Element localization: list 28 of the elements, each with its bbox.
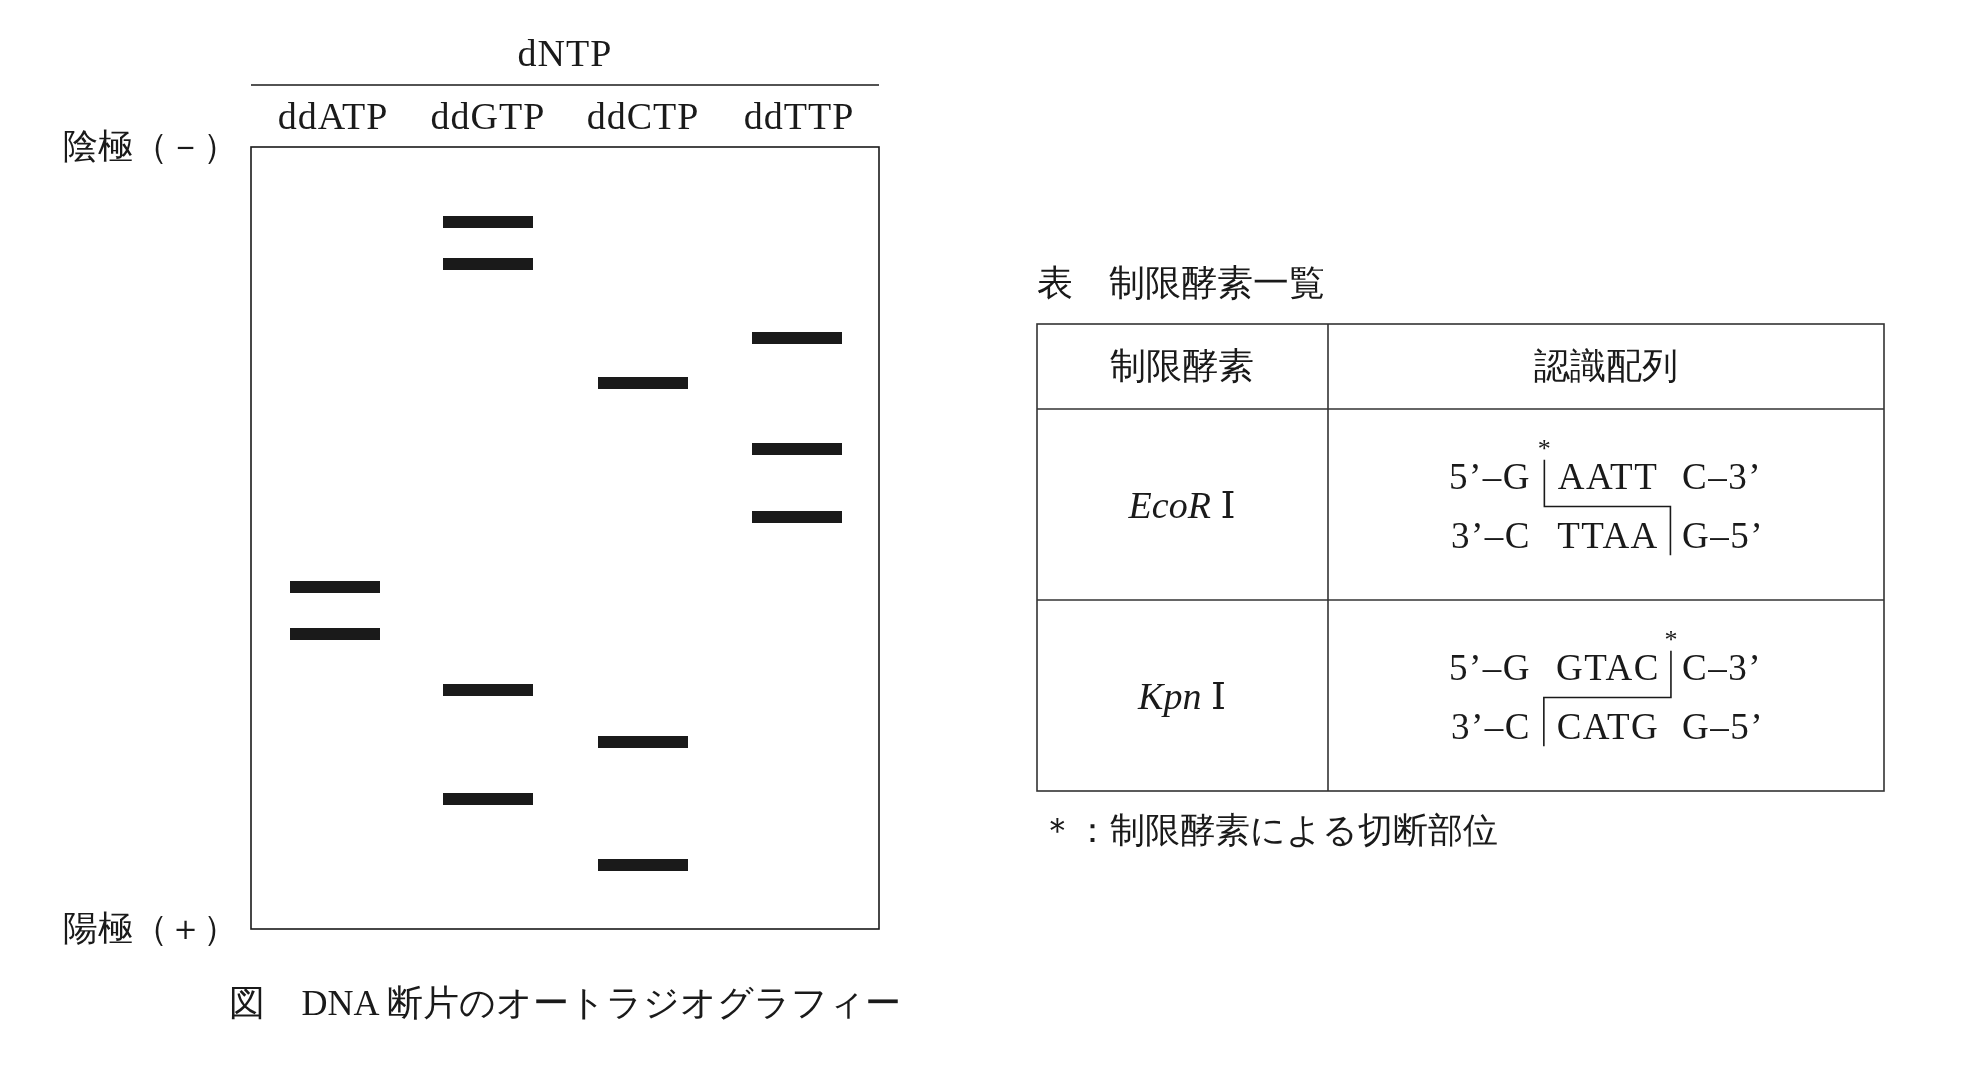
lane-label: ddCTP (586, 95, 700, 139)
enzyme-name: Kpn Ⅰ (1138, 675, 1226, 719)
sequence-text: 5’–G (1448, 646, 1531, 690)
sequence-text: AATT (1557, 455, 1659, 499)
cut-site-mark: * (1664, 624, 1678, 655)
footnote: ＊：制限酵素による切断部位 (1040, 810, 1498, 852)
lane-label: ddTTP (743, 95, 855, 139)
column-header: 認識配列 (1534, 346, 1678, 388)
enzyme-name: EcoR Ⅰ (1128, 484, 1236, 528)
sequence-text: C–3’ (1682, 455, 1762, 499)
sequence-text: 5’–G (1448, 455, 1531, 499)
sequence-text: C–3’ (1682, 646, 1762, 690)
electrode-label: 陽極（＋） (63, 908, 238, 950)
cut-site-mark: * (1537, 433, 1551, 464)
sequence-text: 3’–C (1451, 705, 1531, 749)
column-group-label: dNTP (517, 32, 613, 76)
figure-caption: 図 DNA 断片のオートラジオグラフィー (229, 983, 901, 1025)
lane-label: ddGTP (430, 95, 546, 139)
lane-label: ddATP (277, 95, 389, 139)
sequence-text: 3’–C (1451, 514, 1531, 558)
sequence-text: TTAA (1557, 514, 1659, 558)
sequence-text: GTAC (1556, 646, 1660, 690)
column-header: 制限酵素 (1110, 346, 1254, 388)
sequence-text: CATG (1556, 705, 1660, 749)
electrode-label: 陰極（－） (63, 126, 238, 168)
table-title: 表 制限酵素一覧 (1037, 263, 1325, 305)
sequence-text: G–5’ (1682, 514, 1765, 558)
sequence-text: G–5’ (1682, 705, 1765, 749)
